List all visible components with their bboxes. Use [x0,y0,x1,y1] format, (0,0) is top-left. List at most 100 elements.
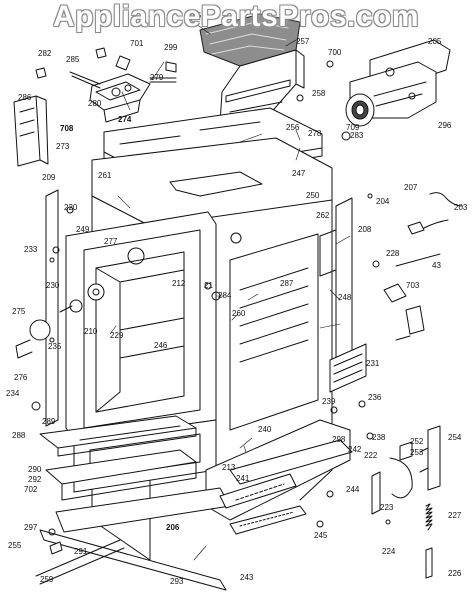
part-label-255: 255 [8,541,22,550]
oven-vent-duct [199,13,301,67]
part-label-286: 286 [18,93,32,102]
left-side-trim [45,189,59,427]
part-label-238: 238 [372,433,386,442]
part-label-245: 245 [314,531,328,540]
part-label-240: 240 [258,425,272,434]
toe-kick-243 [229,505,307,535]
part-label-220: 220 [64,203,78,212]
part-label-253: 253 [410,448,424,457]
control-knobs [59,283,105,313]
part-label-261: 261 [98,171,112,180]
vent-cover-709 [345,93,375,127]
part-label-275: 275 [12,307,26,316]
oven-lamp [15,319,51,359]
part-label-291: 291 [74,547,88,556]
part-label-208: 208 [358,225,372,234]
vent-shield [219,49,305,125]
part-label-246: 246 [154,341,168,350]
part-label-243: 243 [240,573,254,582]
part-label-229: 229 [110,331,124,340]
part-label-226: 226 [448,569,462,578]
part-label-252: 252 [410,437,424,446]
part-label-273: 273 [56,142,70,151]
part-label-241: 241 [236,474,250,483]
part-label-276: 276 [14,373,28,382]
part-label-210: 210 [84,327,98,336]
part-label-287: 287 [280,279,294,288]
part-label-230: 230 [46,281,60,290]
part-label-250: 250 [306,191,320,200]
part-label-277: 277 [104,237,118,246]
wiring-harness [395,192,463,267]
door-hinge-assembly [371,425,441,515]
part-label-228: 228 [386,249,400,258]
part-label-290: 290 [28,465,42,474]
part-label-207: 207 [404,183,418,192]
part-label-299: 299 [164,43,178,52]
part-label-702: 702 [24,485,38,494]
part-label-248: 248 [338,293,352,302]
part-label-227: 227 [448,511,462,520]
part-label-280: 280 [88,99,102,108]
part-label-222: 222 [364,451,378,460]
rear-vent-231 [329,343,367,393]
broiler-pan [39,415,197,457]
fasteners [31,60,391,555]
part-label-235: 235 [48,342,62,351]
part-label-295: 295 [188,11,202,20]
part-label-43: 43 [432,261,441,270]
part-label-256: 256 [286,123,300,132]
part-label-249: 249 [76,225,90,234]
part-label-288: 288 [12,431,26,440]
part-label-258: 258 [312,89,326,98]
part-label-700: 700 [328,48,342,57]
part-label-260: 260 [232,309,246,318]
part-label-236: 236 [368,393,382,402]
part-number-labels: 295 701 282 285 299 279 280 274 286 708 273 209 220 2… [6,11,468,586]
part-label-292: 292 [28,475,42,484]
part-label-244: 244 [346,485,360,494]
part-label-278: 278 [308,129,322,138]
part-label-262: 262 [316,211,330,220]
bottom-frame [219,439,353,509]
part-label-298: 298 [332,435,346,444]
part-label-21: 21 [204,281,213,290]
part-label-274: 274 [118,115,132,124]
part-label-209: 209 [42,173,56,182]
part-label-224: 224 [382,547,396,556]
part-label-259: 259 [40,575,54,584]
part-label-285: 285 [66,55,80,64]
part-label-206: 206 [166,523,180,532]
bottom-rails [35,487,231,591]
part-label-212: 212 [172,279,186,288]
burner-shield [13,95,49,167]
part-label-297: 297 [24,523,38,532]
part-label-231: 231 [366,359,380,368]
part-label-289: 289 [42,417,56,426]
part-label-257: 257 [296,37,310,46]
part-label-282: 282 [38,49,52,58]
part-label-204: 204 [376,197,390,206]
part-label-223: 223 [380,503,394,512]
part-label-284: 284 [218,291,232,300]
part-label-205: 205 [428,37,442,46]
watermark: AppliancePartsPros.com [52,0,420,33]
part-label-709: 709 [346,123,360,132]
bracket-703 [383,283,425,341]
part-label-279: 279 [150,73,164,82]
rear-panel-bracket [349,39,451,119]
part-label-242: 242 [348,445,362,454]
part-label-247: 247 [292,169,306,178]
storage-drawer [45,449,197,501]
oven-body-frame [65,137,351,561]
part-label-254: 254 [448,433,462,442]
leader-lines [109,17,351,561]
part-label-708: 708 [60,124,74,133]
part-label-701: 701 [130,39,144,48]
part-label-233: 233 [24,245,38,254]
part-label-203: 203 [454,203,468,212]
part-label-283: 283 [350,131,364,140]
part-label-293: 293 [170,577,184,586]
burner-valve-assembly [35,47,177,123]
